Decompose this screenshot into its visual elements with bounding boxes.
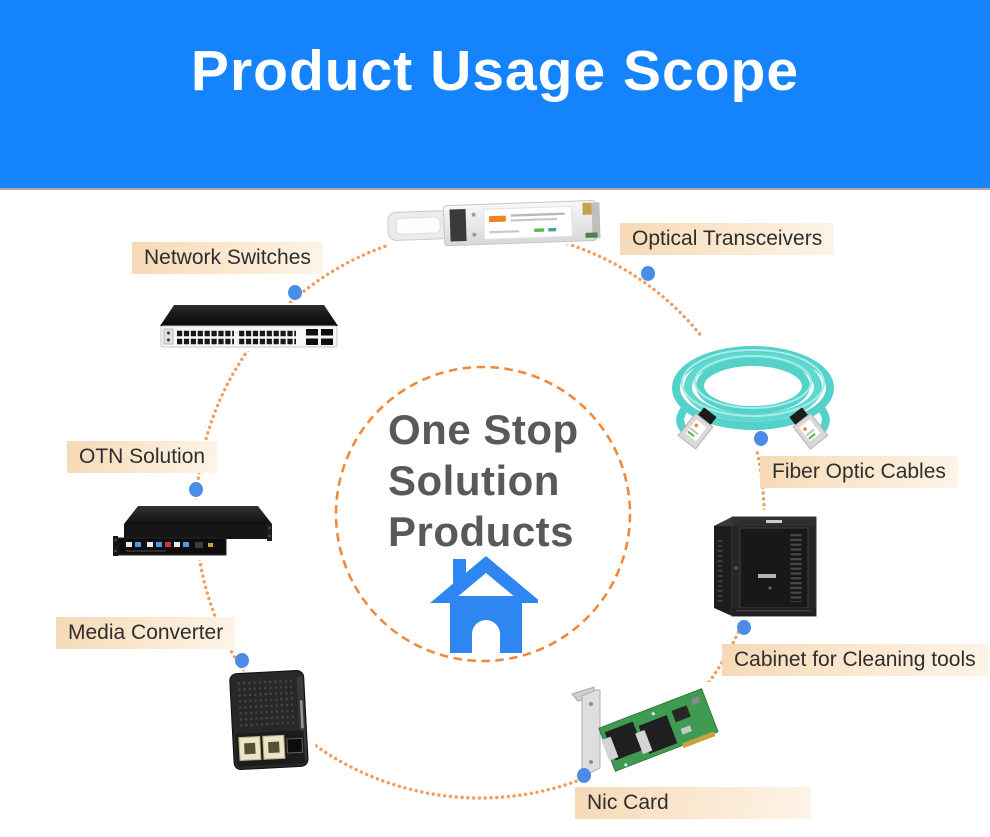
house-icon <box>430 556 538 653</box>
center-slogan-line1: One Stop <box>388 406 579 453</box>
label-nic-card: Nic Card <box>575 787 811 820</box>
connector-dot-nic-card <box>577 768 591 783</box>
nic-card-image <box>556 682 732 778</box>
label-media-converter: Media Converter <box>56 617 236 650</box>
inner-dashed-circle <box>334 365 632 663</box>
center-slogan-line2: Solution <box>388 457 560 504</box>
connector-dot-cabinet <box>737 620 751 635</box>
network-switch-image <box>160 303 338 351</box>
page-title: Product Usage Scope <box>190 39 800 103</box>
label-fiber-optic-cables: Fiber Optic Cables <box>760 456 958 489</box>
fiber-cable-image <box>660 336 840 450</box>
label-network-switches: Network Switches <box>132 242 323 275</box>
connector-dot-network-switches <box>288 285 302 300</box>
connector-dot-optical-transceivers <box>641 266 655 281</box>
connector-dot-fiber-optic-cables <box>754 431 768 446</box>
connector-dot-otn-solution <box>189 482 203 497</box>
center-slogan: One Stop Solution Products <box>388 404 579 557</box>
header-banner: Product Usage Scope <box>0 0 990 190</box>
label-optical-transceivers: Optical Transceivers <box>620 223 835 256</box>
media-converter-image <box>221 667 317 777</box>
label-otn-solution: OTN Solution <box>67 441 218 474</box>
connector-dot-media-converter <box>235 653 249 668</box>
otn-device-image <box>112 500 272 560</box>
cabinet-image <box>712 510 820 622</box>
center-slogan-line3: Products <box>388 508 575 555</box>
optical-transceiver-image <box>385 195 603 251</box>
label-cabinet-for-cleaning-tools: Cabinet for Cleaning tools <box>722 644 988 677</box>
